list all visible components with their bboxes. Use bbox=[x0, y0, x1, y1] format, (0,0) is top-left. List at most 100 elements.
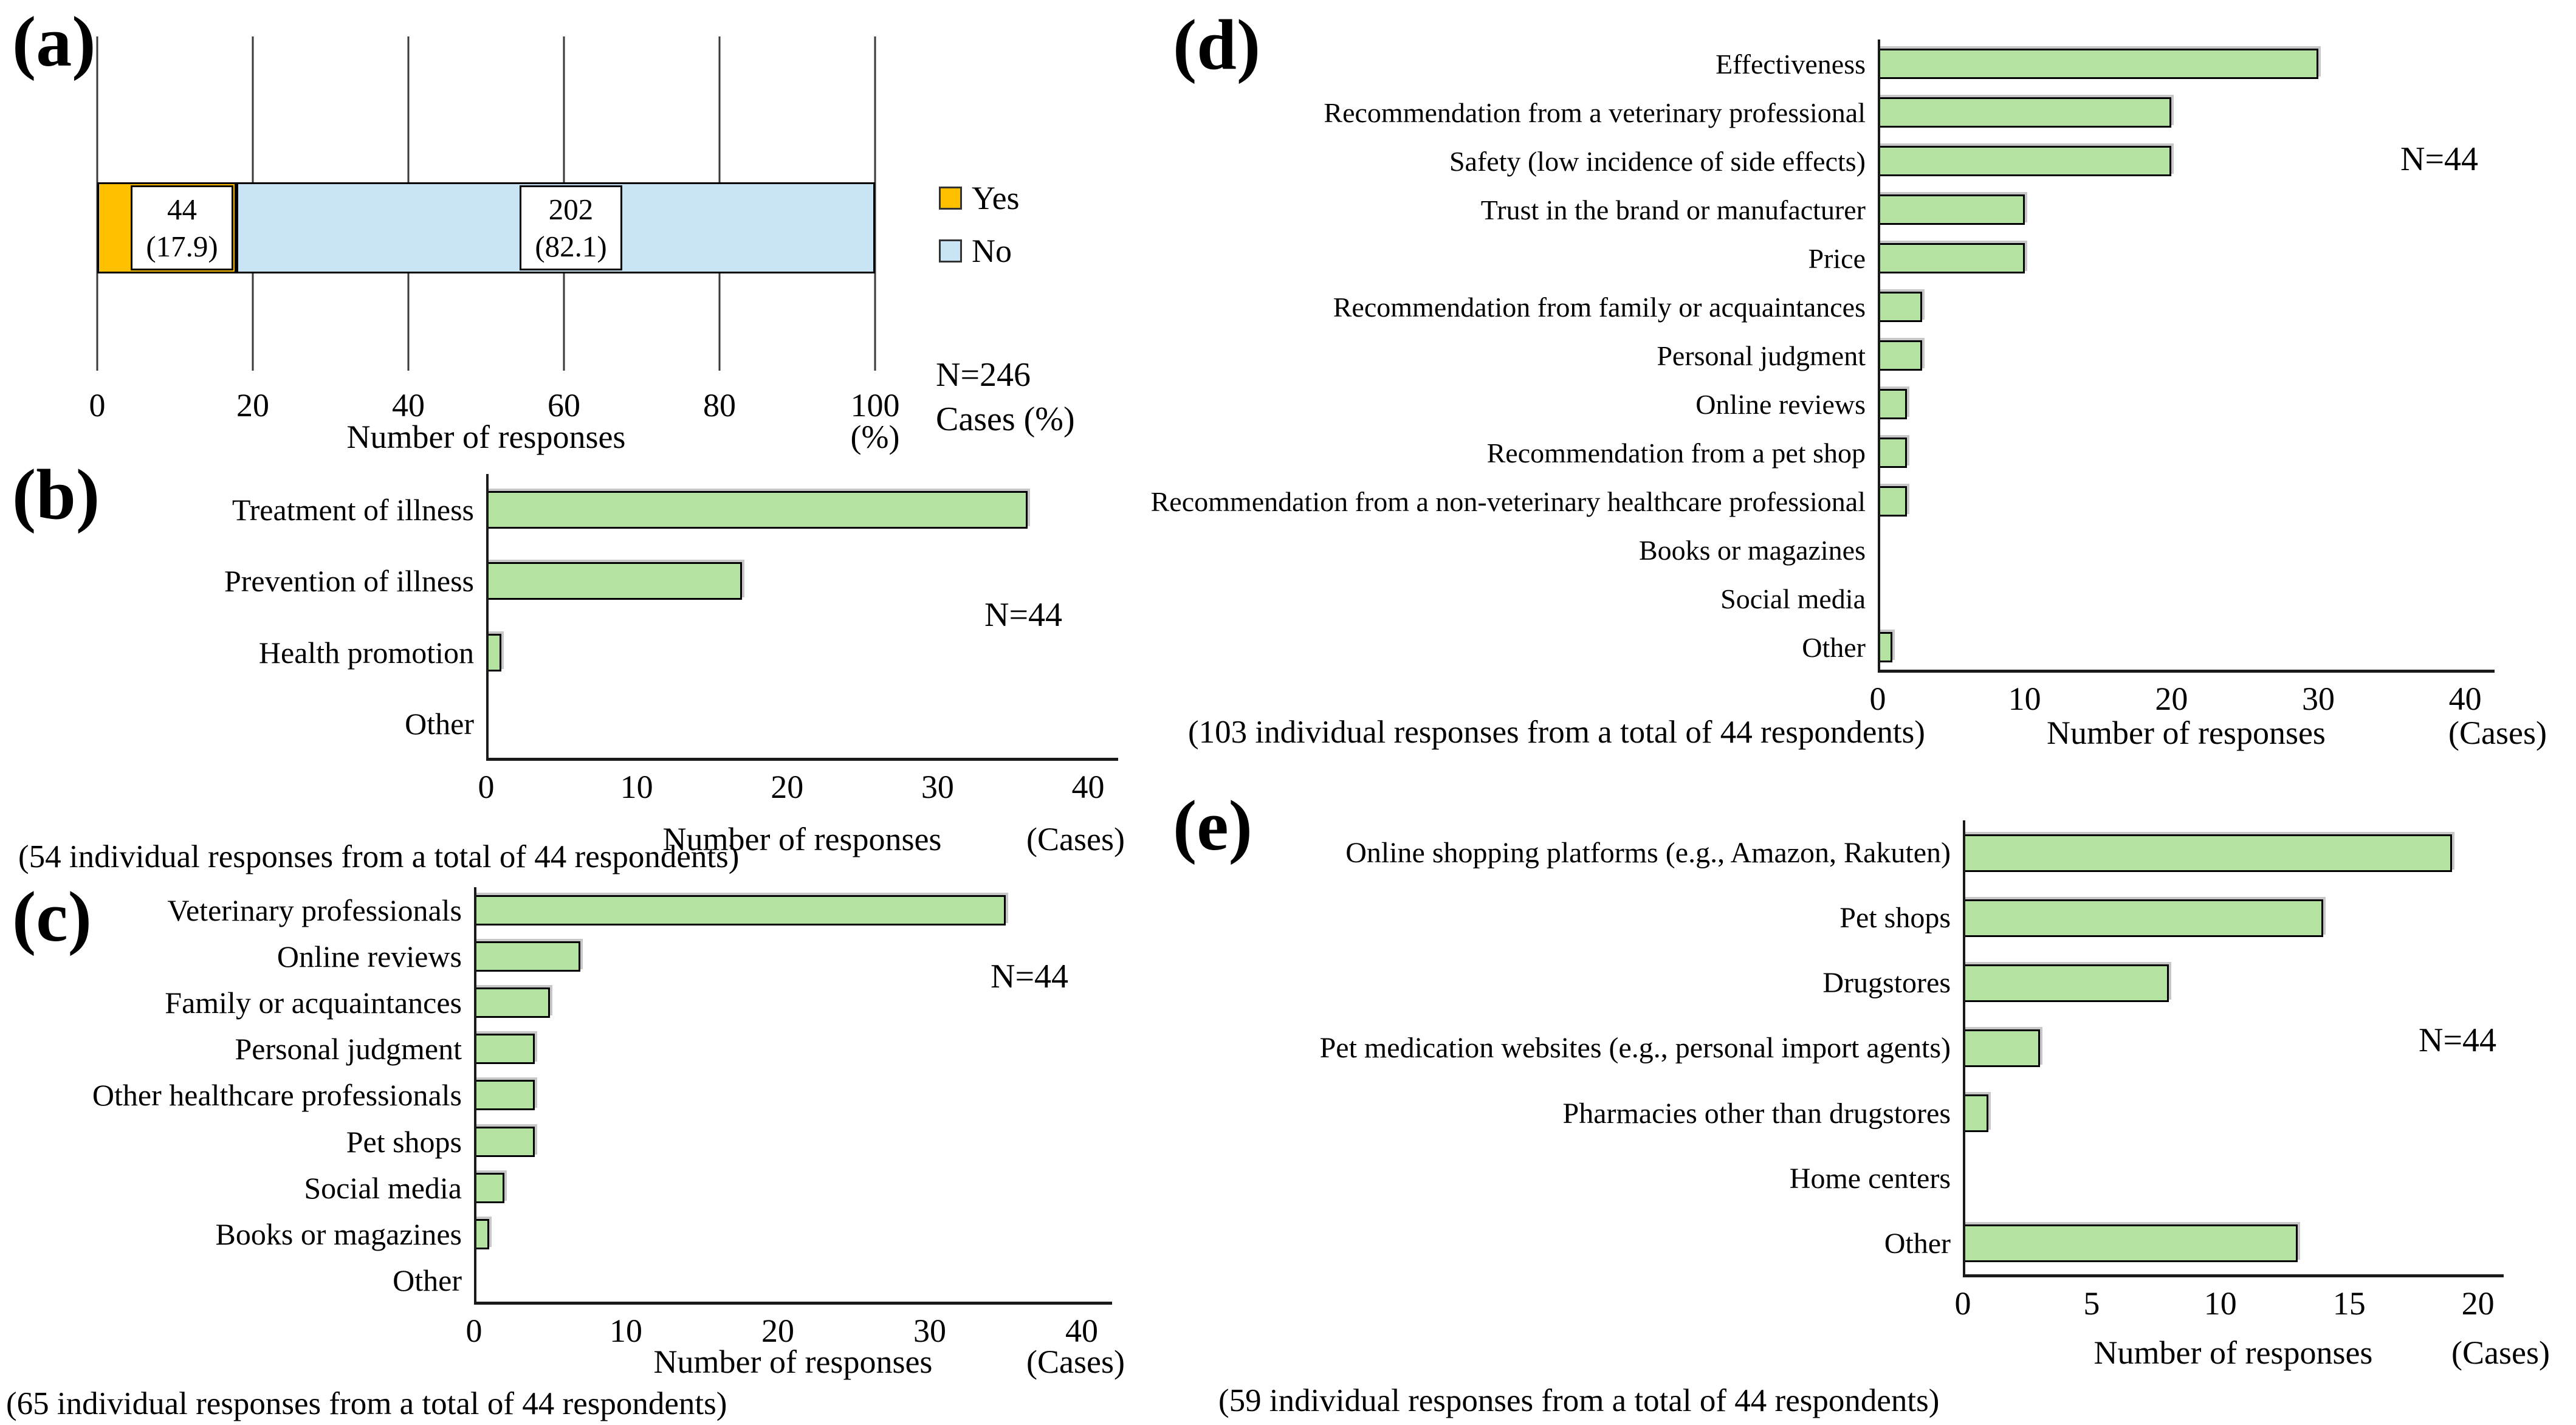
x-axis-title: Number of responses bbox=[346, 419, 626, 455]
value-box: 202 (82.1) bbox=[520, 185, 622, 270]
panel-letter-d: (d) bbox=[1173, 5, 1261, 84]
bar-row: Family or acquaintances bbox=[97, 980, 1112, 1026]
bar bbox=[1878, 292, 1922, 322]
bar-row: Pharmacies other than drugstores bbox=[1203, 1081, 2504, 1146]
sample-size-label: N=44 bbox=[2419, 1022, 2497, 1059]
bar-chart: Online shopping platforms (e.g., Amazon,… bbox=[1203, 820, 2504, 1322]
category-label: Books or magazines bbox=[1638, 534, 1866, 566]
category-label: Other bbox=[1802, 631, 1866, 663]
category-label: Other bbox=[1884, 1227, 1951, 1260]
bar-row: Books or magazines bbox=[1182, 526, 2495, 574]
x-axis-title: Number of responses bbox=[2047, 715, 2326, 751]
bar-track bbox=[1878, 428, 2495, 477]
legend-swatch-no bbox=[939, 239, 962, 263]
value-box-line: (82.1) bbox=[535, 230, 607, 263]
bar-row: Online reviews bbox=[97, 933, 1112, 980]
bar-row: Other bbox=[1182, 623, 2495, 671]
bar bbox=[474, 1172, 504, 1203]
panel-e: (e) Online shopping platforms (e.g., Ama… bbox=[1167, 784, 2576, 1425]
bar-track bbox=[1878, 137, 2495, 185]
bar-row: Social media bbox=[97, 1165, 1112, 1211]
tick-label: 0 bbox=[1954, 1285, 1971, 1322]
bar-row: Health promotion bbox=[97, 617, 1118, 688]
bar-row: Veterinary professionals bbox=[97, 887, 1112, 933]
tick-label: 20 bbox=[2155, 681, 2188, 717]
sample-size-label: N=44 bbox=[984, 596, 1063, 634]
bar-track bbox=[1878, 234, 2495, 283]
category-label: Other bbox=[405, 707, 474, 741]
tick-label: 40 bbox=[1065, 1313, 1098, 1349]
tick-label: 20 bbox=[236, 387, 269, 424]
category-label: Pet medication websites (e.g., personal … bbox=[1319, 1032, 1951, 1065]
category-label: Veterinary professionals bbox=[167, 893, 462, 928]
x-axis-unit: (%) bbox=[850, 419, 900, 455]
bar-track bbox=[1878, 283, 2495, 331]
bar bbox=[1963, 899, 2324, 937]
sample-size-label: N=44 bbox=[2400, 140, 2479, 178]
x-axis-line bbox=[474, 1302, 1112, 1305]
value-box-line: 202 bbox=[548, 192, 594, 226]
tick-label: 30 bbox=[913, 1313, 946, 1349]
bar-track bbox=[1963, 885, 2504, 950]
bar-track bbox=[1878, 380, 2495, 428]
category-label: Price bbox=[1808, 242, 1866, 274]
panel-caption: (54 individual responses from a total of… bbox=[18, 839, 740, 874]
bar-track bbox=[1878, 623, 2495, 671]
category-label: Home centers bbox=[1789, 1162, 1951, 1195]
y-axis-line bbox=[474, 887, 476, 1303]
bar-row: Recommendation from family or acquaintan… bbox=[1182, 283, 2495, 331]
value-box-line: (17.9) bbox=[146, 230, 218, 263]
category-label: Online shopping platforms (e.g., Amazon,… bbox=[1345, 837, 1951, 870]
tick-label: 5 bbox=[2083, 1285, 2100, 1322]
cases-unit-label: Cases (%) bbox=[936, 400, 1075, 438]
bar-row: Safety (low incidence of side effects) bbox=[1182, 137, 2495, 185]
bar bbox=[1963, 1094, 1989, 1133]
bar-row: Drugstores bbox=[1203, 950, 2504, 1015]
category-label: Other bbox=[393, 1263, 462, 1297]
bar bbox=[1963, 834, 2453, 872]
panel-letter-b: (b) bbox=[12, 455, 100, 534]
bar-row: Other bbox=[97, 1257, 1112, 1303]
bar bbox=[1878, 486, 1908, 517]
bar-row: Trust in the brand or manufacturer bbox=[1182, 185, 2495, 234]
x-axis-line bbox=[1878, 670, 2495, 673]
category-label: Recommendation from family or acquaintan… bbox=[1333, 291, 1866, 323]
bar bbox=[486, 490, 1028, 529]
x-axis-unit: (Cases) bbox=[1026, 1344, 1125, 1380]
bar-track bbox=[1878, 88, 2495, 137]
bar bbox=[474, 1126, 535, 1157]
x-axis-title: Number of responses bbox=[2093, 1334, 2373, 1371]
tick-label: 15 bbox=[2332, 1285, 2366, 1322]
panel-caption: (65 individual responses from a total of… bbox=[6, 1386, 727, 1421]
y-axis-line bbox=[1963, 820, 1965, 1276]
bar-track bbox=[474, 1119, 1112, 1165]
bar-track bbox=[486, 474, 1118, 546]
bar-track bbox=[1963, 1015, 2504, 1080]
bar-row: Pet medication websites (e.g., personal … bbox=[1203, 1015, 2504, 1080]
bar bbox=[1878, 49, 2318, 79]
x-axis-line bbox=[1963, 1274, 2504, 1277]
legend-swatch-yes bbox=[939, 187, 962, 210]
legend-item-yes: Yes bbox=[939, 179, 1020, 217]
bar-track bbox=[474, 1211, 1112, 1257]
bar-track bbox=[474, 887, 1112, 933]
category-label: Family or acquaintances bbox=[165, 986, 462, 1020]
sample-size-label: N=246 bbox=[936, 356, 1031, 394]
bar-track bbox=[1878, 39, 2495, 88]
bar-row: Personal judgment bbox=[97, 1026, 1112, 1072]
bar-track bbox=[474, 1026, 1112, 1072]
tick-label: 40 bbox=[2448, 681, 2482, 717]
bar-track bbox=[474, 980, 1112, 1026]
bar-track bbox=[1878, 331, 2495, 380]
y-axis-line bbox=[1878, 39, 1880, 671]
category-label: Pharmacies other than drugstores bbox=[1562, 1097, 1951, 1130]
bar bbox=[1878, 146, 2172, 176]
